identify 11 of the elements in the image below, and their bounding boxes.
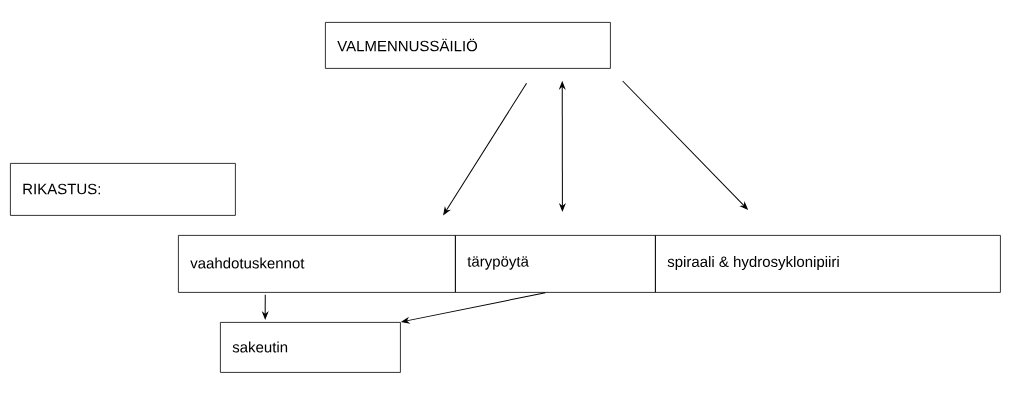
- process-box: spiraali & hydrosyklonipiiri: [655, 235, 1001, 293]
- process-box: VALMENNUSSÄILIÖ: [325, 22, 611, 69]
- arrow: [401, 292, 546, 324]
- arrow: [443, 82, 528, 215]
- process-box: RIKASTUS:: [10, 163, 236, 216]
- arrow: [262, 294, 269, 320]
- arrow: [559, 81, 566, 212]
- process-box: tärypöytä: [455, 235, 656, 293]
- process-box: vaahdotuskennot: [178, 235, 456, 293]
- arrow: [622, 80, 748, 210]
- process-box: sakeutin: [220, 322, 401, 373]
